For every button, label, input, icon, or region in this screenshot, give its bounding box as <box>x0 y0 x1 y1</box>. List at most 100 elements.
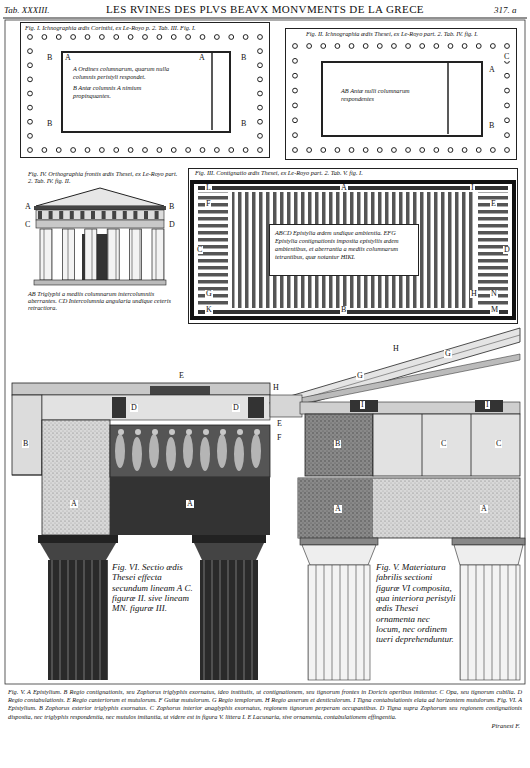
column-dot <box>293 58 298 63</box>
frieze-relief <box>220 429 226 435</box>
column-dot <box>377 148 382 153</box>
figure-caption: Fig. VI. Sectio ædis Thesei effecta secu… <box>112 562 194 614</box>
figure-heading: Fig. II. Ichnographia ædis Thesei, ex Le… <box>306 29 516 38</box>
column-dot <box>505 148 510 153</box>
section-drawing <box>200 560 258 680</box>
column-dot <box>258 148 263 153</box>
column-dot <box>293 118 298 123</box>
frieze-relief <box>183 434 193 468</box>
cella-wall <box>447 62 449 134</box>
section-drawing <box>110 425 270 477</box>
column-dot <box>476 44 481 49</box>
column-dot <box>229 35 234 40</box>
timberwork-drawing <box>270 395 302 417</box>
column-shaft <box>152 229 164 280</box>
column-dot <box>85 35 90 40</box>
column-dot <box>505 73 510 78</box>
column-dot <box>293 73 298 78</box>
frieze-relief <box>169 429 175 435</box>
timberwork-drawing <box>422 414 423 476</box>
frieze-relief <box>251 434 261 468</box>
callout-letter: H <box>470 290 478 298</box>
column-dot <box>258 119 263 124</box>
frieze-relief <box>217 434 227 468</box>
triglyph <box>91 211 95 219</box>
callout-letter: B <box>334 440 341 448</box>
plate-border <box>3 18 527 684</box>
callout-letter: C <box>503 53 510 61</box>
column-dot <box>293 44 298 49</box>
temple-front <box>34 280 166 285</box>
timberwork-drawing <box>300 402 520 414</box>
triglyph <box>155 211 159 219</box>
temple-front <box>36 220 164 228</box>
callout-letter: I <box>360 401 365 409</box>
contignatio-plan <box>232 192 474 308</box>
column-dot <box>157 35 162 40</box>
column-dot <box>448 44 453 49</box>
column-dot <box>505 103 510 108</box>
callout-letter: A <box>340 184 348 192</box>
triglyph <box>49 211 53 219</box>
timberwork-drawing <box>454 545 523 565</box>
legend-text: B Antæ columnis A nimium propinquantes. <box>73 81 178 100</box>
timberwork-drawing <box>471 414 472 476</box>
cella-wall <box>211 52 213 130</box>
callout-letter: B <box>240 120 247 128</box>
column-dot <box>363 44 368 49</box>
callout-letter: M <box>490 306 499 314</box>
timberwork-drawing <box>308 565 370 680</box>
figure-frame: Fig. I. Ichnographia ædis Corinthi, ex L… <box>20 22 270 158</box>
column-dot <box>42 148 47 153</box>
contignatio-plan <box>198 310 508 314</box>
callout-letter: B <box>46 120 53 128</box>
callout-letter: A <box>24 203 32 211</box>
column-dot <box>392 148 397 153</box>
column-dot <box>28 148 33 153</box>
contignatio-plan <box>192 182 514 318</box>
frieze-relief <box>254 429 260 435</box>
callout-letter: N <box>490 290 498 298</box>
frieze-relief <box>135 429 141 435</box>
timberwork-drawing <box>475 400 503 412</box>
triglyph <box>80 211 84 219</box>
frieze-relief <box>166 437 176 471</box>
column-dot <box>434 44 439 49</box>
section-drawing <box>112 397 126 418</box>
column-dot <box>293 133 298 138</box>
timberwork-drawing <box>270 328 525 680</box>
callout-letter: B <box>240 54 247 62</box>
cella-plan: AB Antæ nulli columnarum respondentes <box>321 61 483 137</box>
column-dot <box>143 148 148 153</box>
frieze-relief <box>203 429 209 435</box>
callout-letter: E <box>178 372 185 380</box>
callout-letter: L <box>205 184 212 192</box>
timberwork-drawing <box>298 478 373 538</box>
column-dot <box>258 77 263 82</box>
column-dot <box>258 133 263 138</box>
callout-letter: C <box>196 246 203 254</box>
triglyph <box>70 211 74 219</box>
callout-letter: A <box>198 54 206 62</box>
timberwork-drawing <box>270 328 520 414</box>
column-dot <box>56 148 61 153</box>
column-dot <box>490 44 495 49</box>
column-shaft <box>62 229 74 280</box>
column-dot <box>406 148 411 153</box>
timberwork-drawing <box>300 538 378 545</box>
frieze-relief <box>200 437 210 471</box>
cella-wall <box>212 52 448 134</box>
temple-front <box>34 188 166 285</box>
column-dot <box>85 148 90 153</box>
section-drawing <box>42 395 270 420</box>
column-dot <box>42 35 47 40</box>
column-dot <box>28 35 263 153</box>
column-dot <box>293 148 298 153</box>
temple-front <box>36 188 164 206</box>
column-dot <box>448 148 453 153</box>
contignatio-plan <box>198 186 508 190</box>
timberwork-drawing <box>298 478 520 538</box>
callout-letter: C <box>440 440 447 448</box>
callout-letter: G <box>205 290 213 298</box>
